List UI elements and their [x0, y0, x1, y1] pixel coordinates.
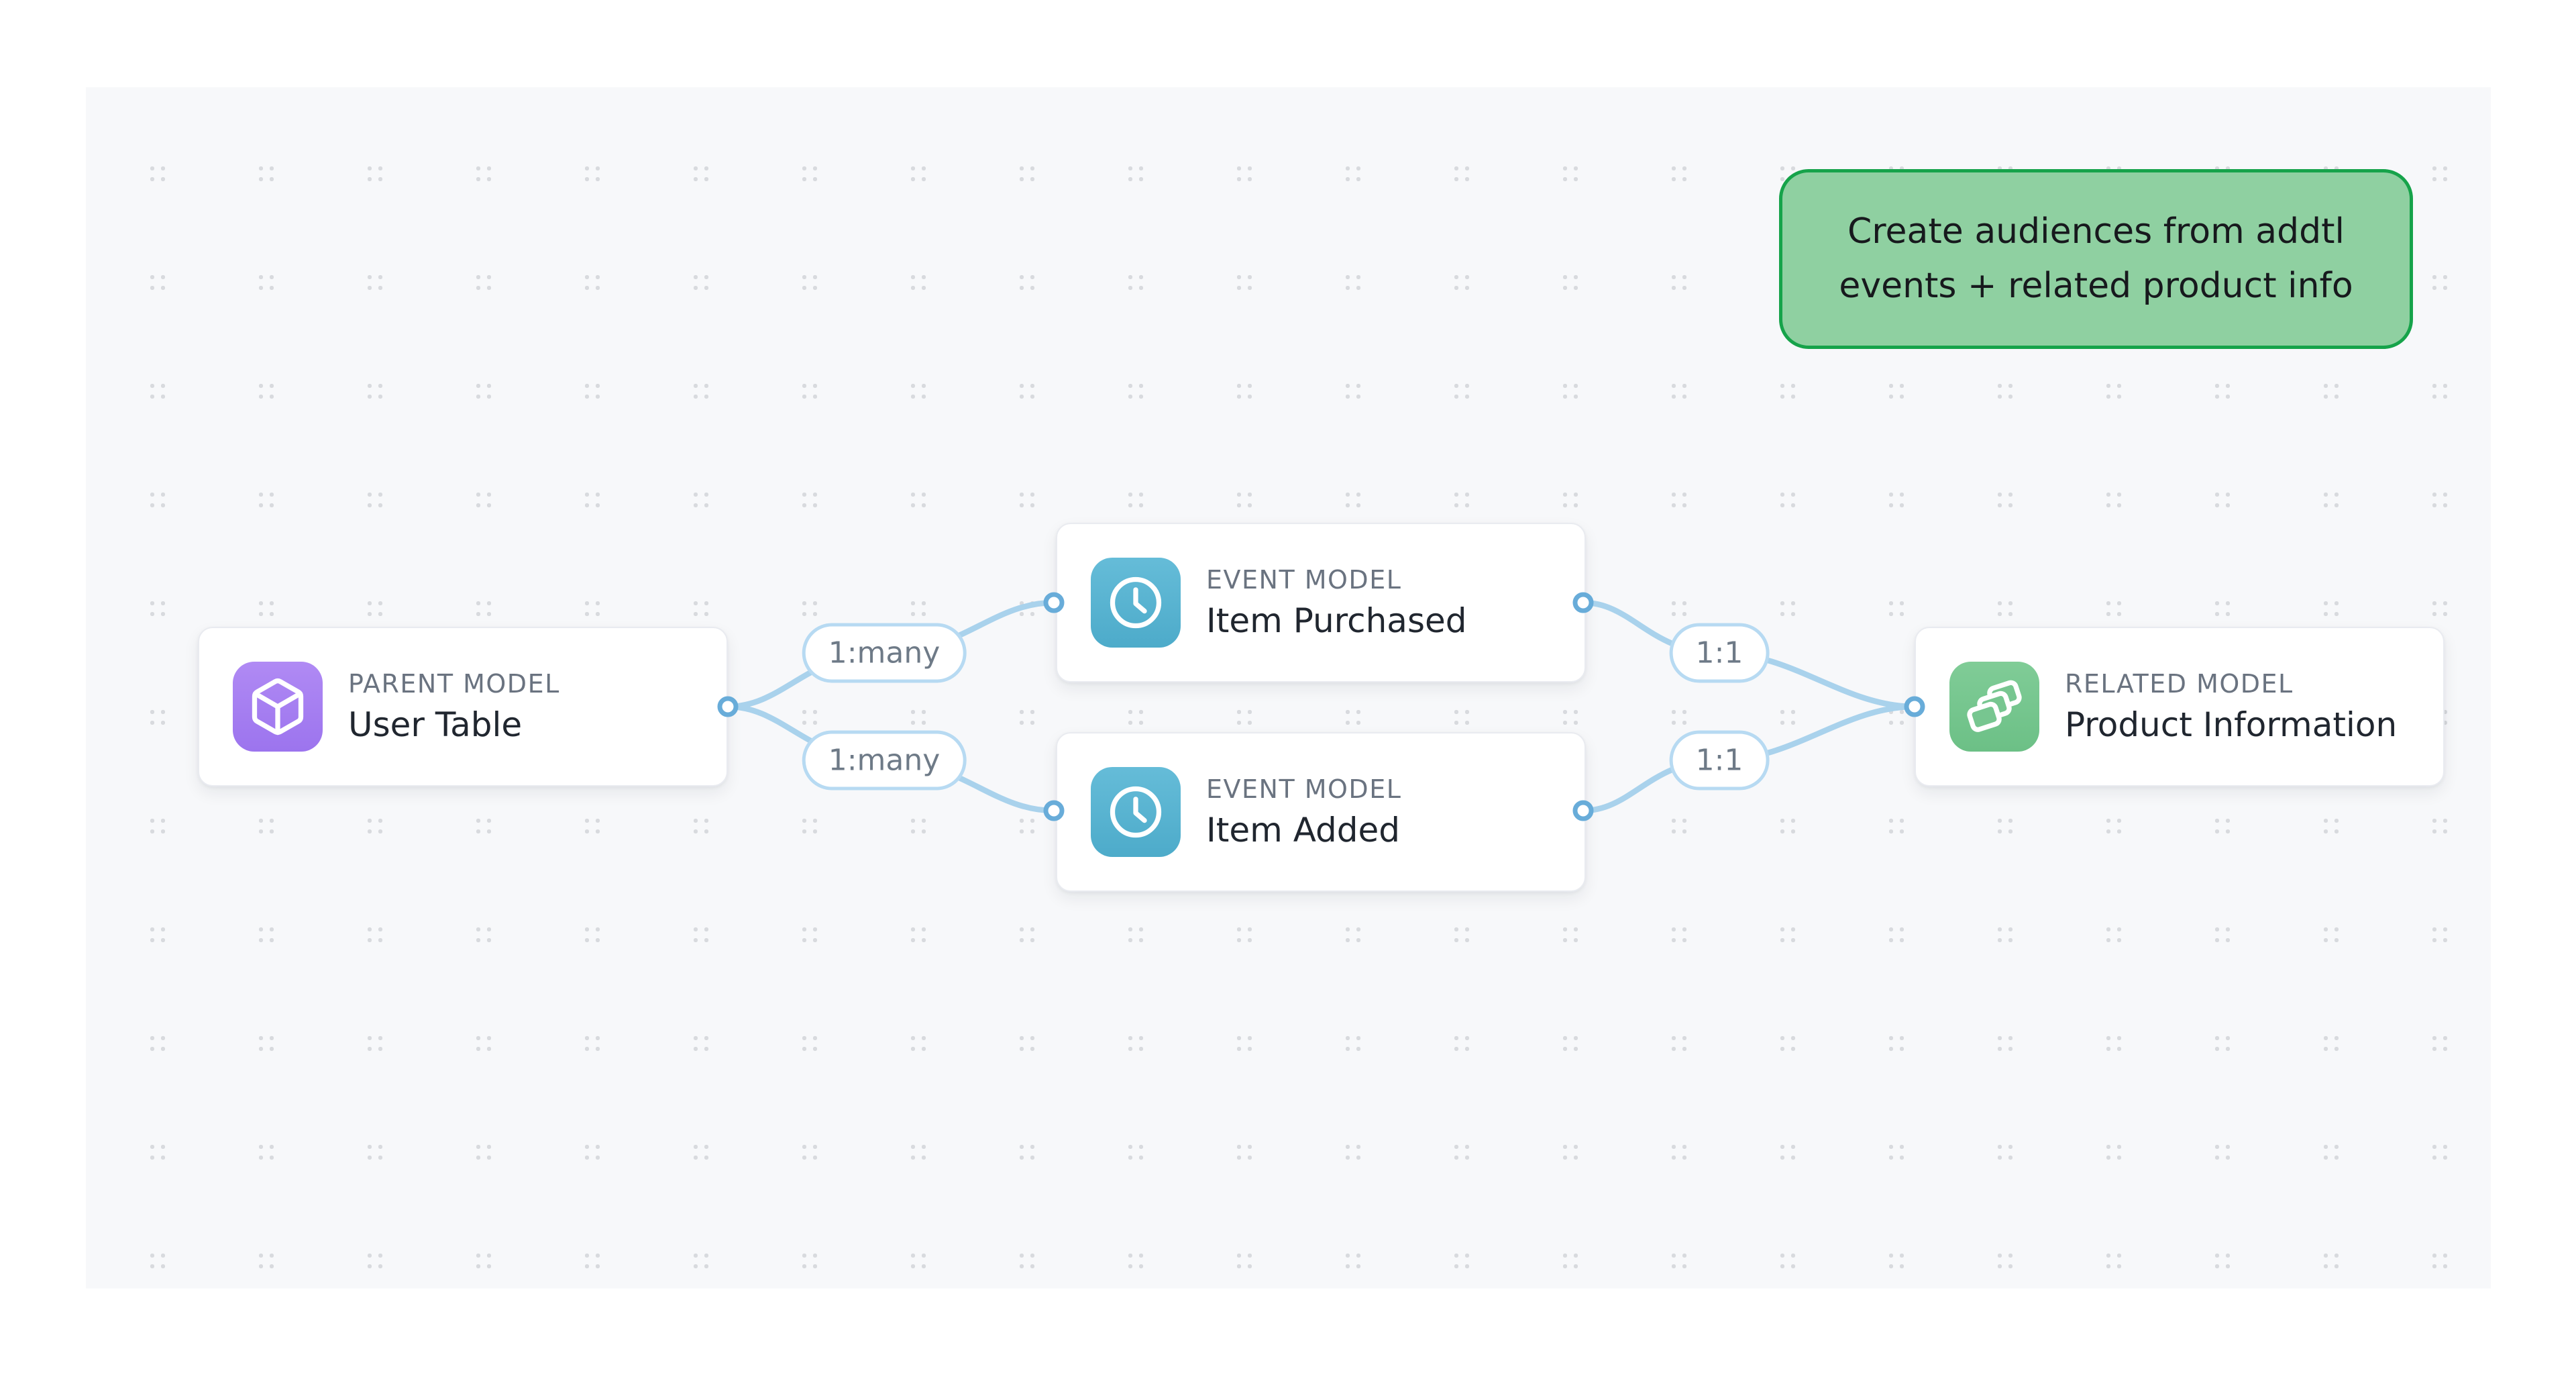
- node-type-label: PARENT MODEL: [348, 669, 560, 699]
- node-type-label: EVENT MODEL: [1206, 774, 1402, 804]
- node-parent-model[interactable]: PARENT MODEL User Table: [198, 627, 728, 786]
- relationship-pill-one-to-one-top[interactable]: 1:1: [1669, 623, 1770, 683]
- node-text: EVENT MODEL Item Purchased: [1206, 565, 1467, 640]
- node-title: Item Added: [1206, 811, 1401, 850]
- node-text: EVENT MODEL Item Added: [1206, 774, 1401, 850]
- annotation-callout: Create audiences from addtl events + rel…: [1779, 169, 2413, 349]
- node-text: PARENT MODEL User Table: [348, 669, 560, 744]
- node-event-model-item-purchased[interactable]: EVENT MODEL Item Purchased: [1056, 523, 1586, 682]
- clock-icon: [1091, 767, 1181, 857]
- relationship-pill-one-to-many-top[interactable]: 1:many: [802, 623, 967, 683]
- relationship-pill-one-to-many-bottom[interactable]: 1:many: [802, 730, 967, 791]
- clock-icon: [1091, 558, 1181, 648]
- node-type-label: RELATED MODEL: [2065, 669, 2294, 699]
- node-title: Product Information: [2065, 705, 2398, 744]
- node-type-label: EVENT MODEL: [1206, 565, 1402, 595]
- callout-line: Create audiences from addtl: [1847, 211, 2345, 252]
- node-event-model-item-added[interactable]: EVENT MODEL Item Added: [1056, 732, 1586, 892]
- diagram-canvas[interactable]: PARENT MODEL User Table EVENT MODEL Item…: [86, 87, 2491, 1288]
- node-text: RELATED MODEL Product Information: [2065, 669, 2397, 744]
- node-related-model[interactable]: RELATED MODEL Product Information: [1915, 627, 2445, 786]
- layers-icon: [1949, 662, 2039, 752]
- node-title: User Table: [348, 705, 523, 744]
- cube-icon: [233, 662, 323, 752]
- callout-line: events + related product info: [1839, 266, 2353, 306]
- relationship-pill-one-to-one-bottom[interactable]: 1:1: [1669, 730, 1770, 791]
- node-title: Item Purchased: [1206, 601, 1467, 640]
